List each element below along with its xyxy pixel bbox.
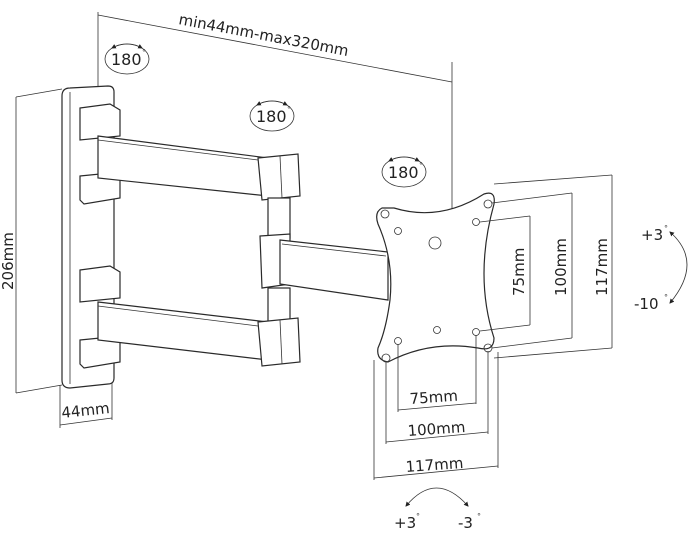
rotation-badge-head: 180 ° <box>381 156 427 188</box>
vesa-horizontal-dimensions: 75mm 100mm 117mm <box>373 335 499 480</box>
degree-mark: ° <box>287 105 291 114</box>
wall-plate-depth-dimension: 44mm <box>59 377 113 428</box>
rotation-middle-value: 180 <box>256 107 287 126</box>
upper-arm <box>79 103 301 205</box>
degree-mark: ° <box>419 161 423 170</box>
degree-mark: ° <box>664 293 668 302</box>
swivel-right-label: -3 <box>458 514 473 532</box>
degree-mark: ° <box>142 48 146 57</box>
rotation-badge-wall: 180 ° <box>104 43 150 75</box>
rotation-head-value: 180 <box>388 163 419 182</box>
tilt-indicator: +3 ° -10 ° <box>634 224 688 313</box>
rotation-wall-value: 180 <box>111 50 142 69</box>
degree-mark: ° <box>477 512 481 521</box>
degree-mark: ° <box>664 224 668 233</box>
vesa-mid-h-label: 100mm <box>407 418 466 440</box>
vesa-vertical-dimensions: 75mm 100mm 117mm <box>479 174 613 359</box>
wall-plate-height-dimension: 206mm <box>0 88 63 394</box>
degree-mark: ° <box>416 512 420 521</box>
front-arm <box>259 233 389 301</box>
vesa-outer-v-label: 117mm <box>593 238 611 296</box>
rotation-badge-middle: 180 ° <box>249 100 295 132</box>
tilt-down-label: -10 <box>634 295 659 313</box>
tilt-up-label: +3 <box>641 226 663 244</box>
swivel-left-label: +3 <box>394 514 416 532</box>
wall-plate-depth-label: 44mm <box>61 399 111 422</box>
vesa-inner-v-label: 75mm <box>510 248 528 296</box>
lower-arm <box>79 265 301 369</box>
vesa-mid-v-label: 100mm <box>552 238 570 296</box>
swivel-indicator: +3 ° -3 ° <box>394 487 481 532</box>
vesa-outer-h-label: 117mm <box>405 454 464 476</box>
wall-plate-height-label: 206mm <box>0 232 17 290</box>
vesa-inner-h-label: 75mm <box>409 387 458 408</box>
vesa-plate <box>376 192 495 363</box>
